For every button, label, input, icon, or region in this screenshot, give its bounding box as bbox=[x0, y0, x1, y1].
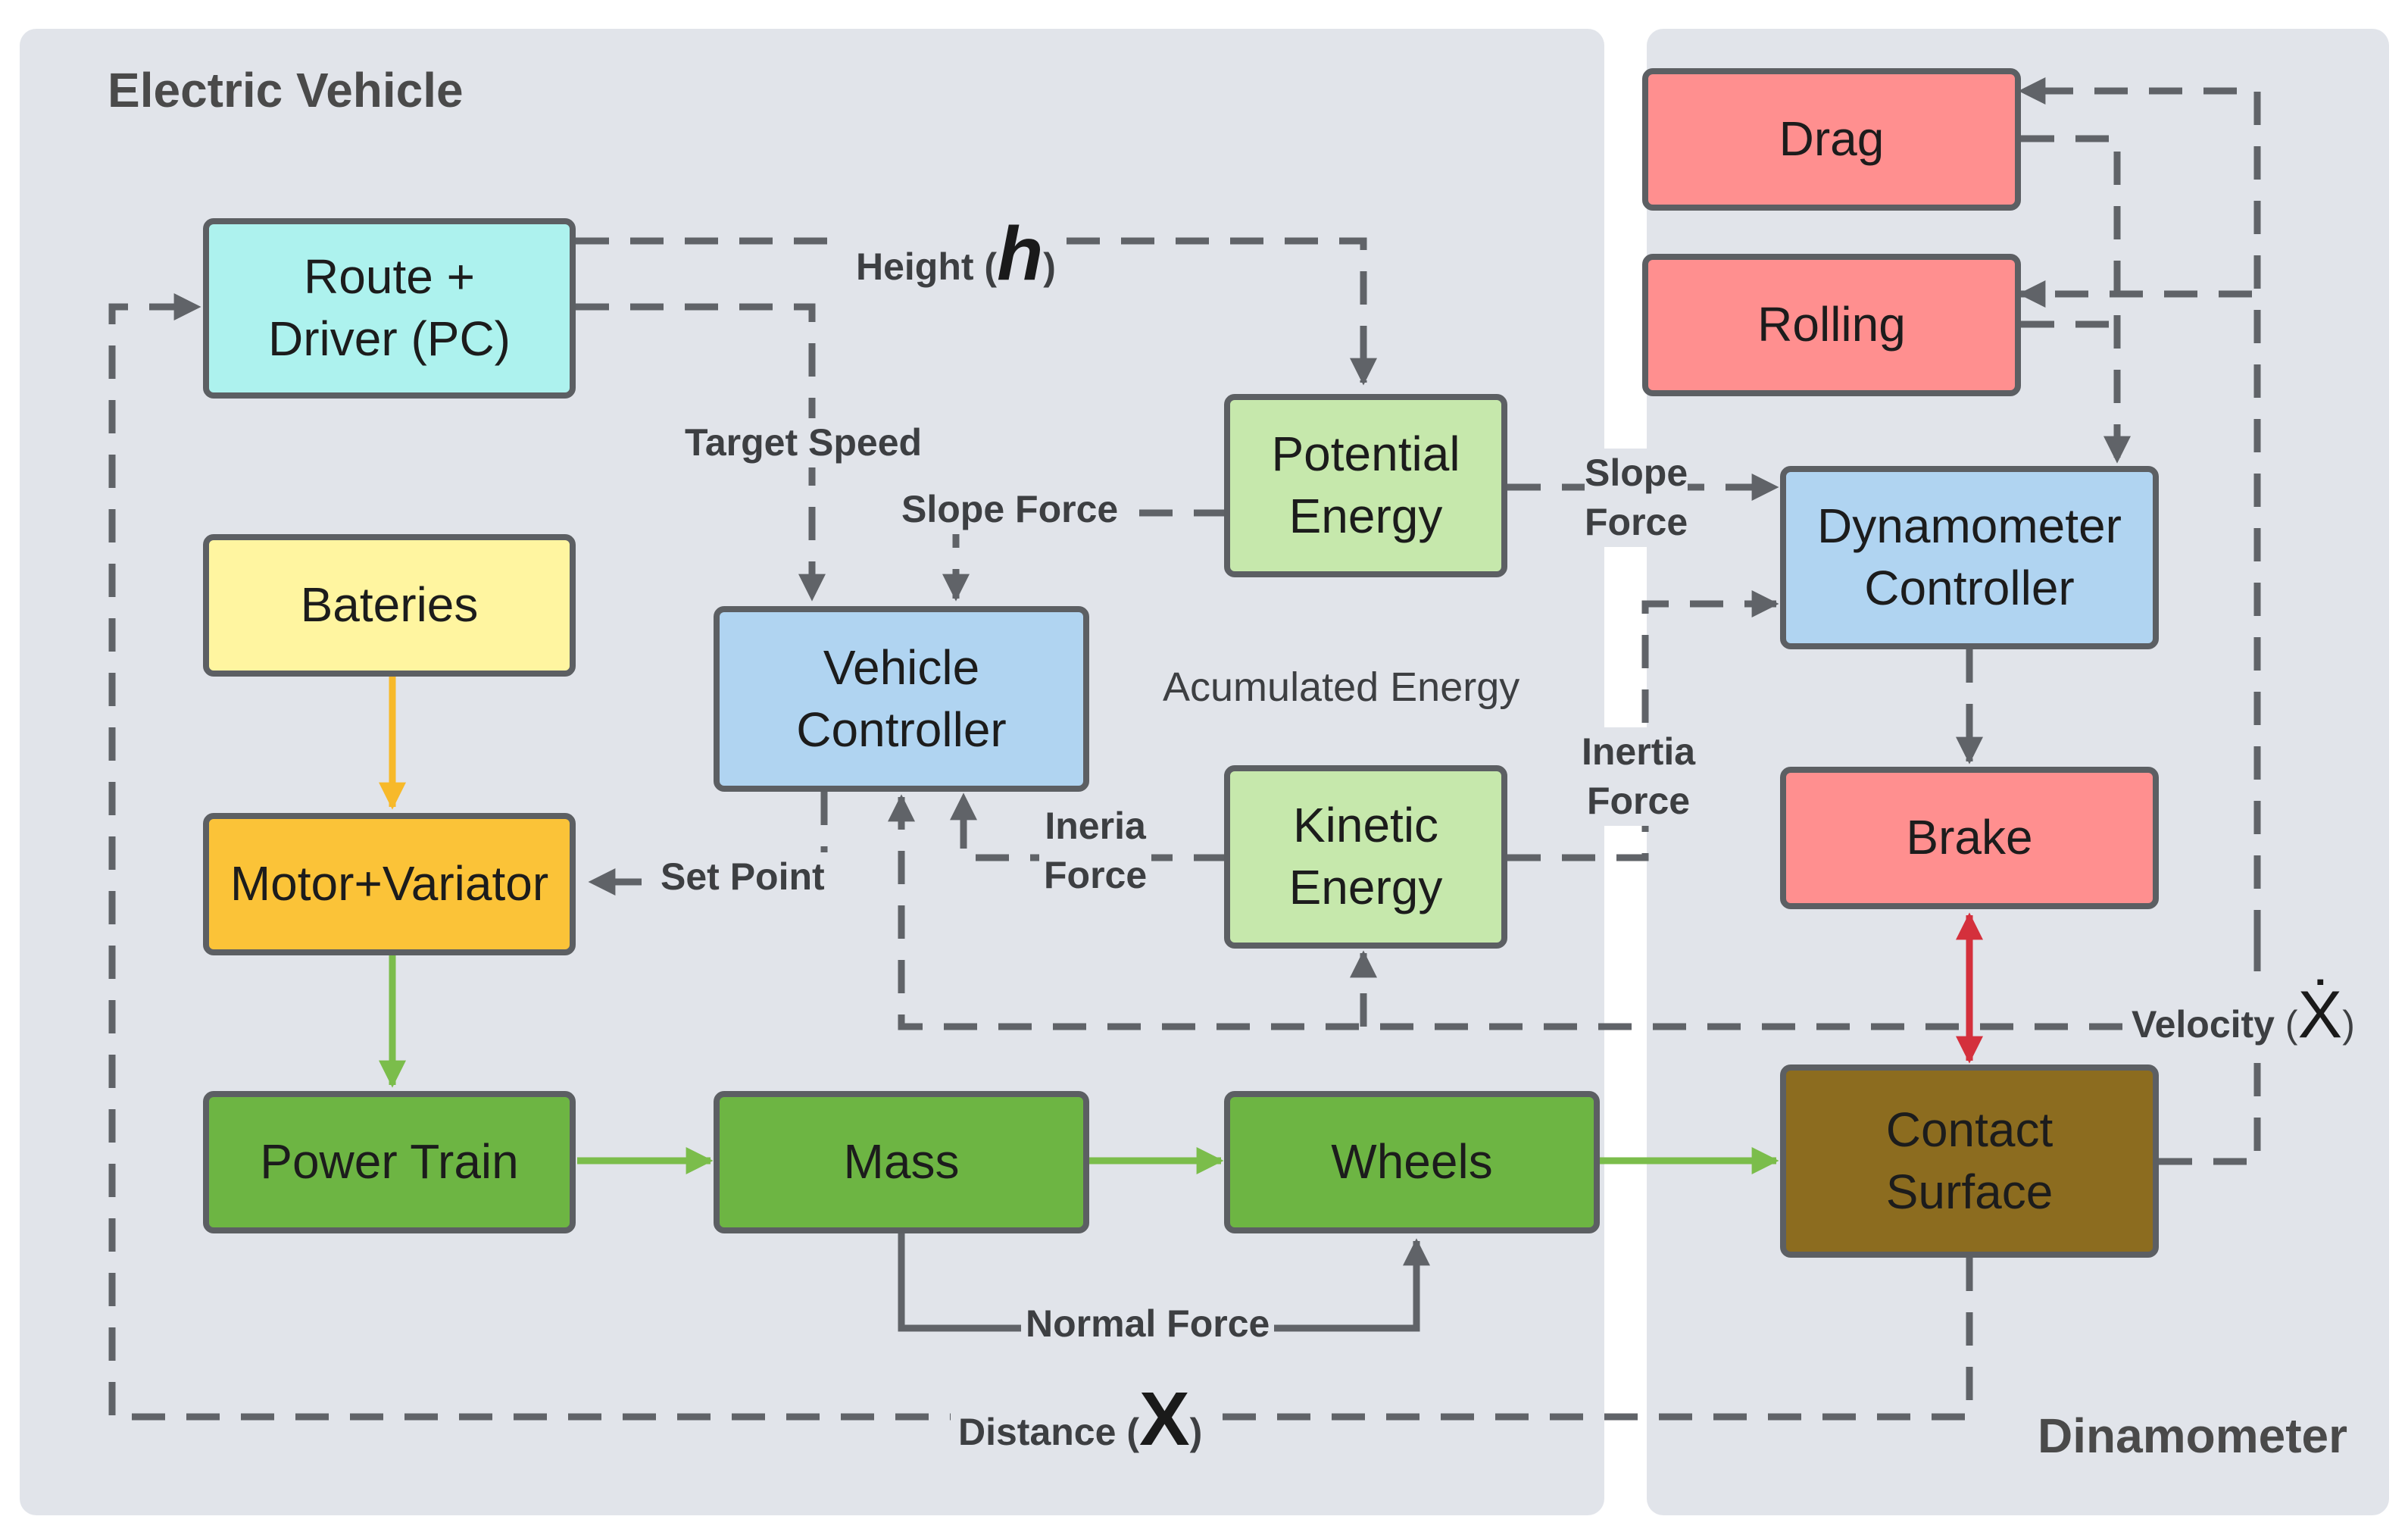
slope-force-to-vehicle-line bbox=[942, 509, 1227, 602]
kinetic-energy-box[interactable]: Kinetic Energy bbox=[1224, 765, 1507, 949]
potential-energy-box[interactable]: Potential Energy bbox=[1224, 394, 1507, 577]
target-speed-label: Target Speed bbox=[680, 418, 927, 467]
batteries-box[interactable]: Bateries bbox=[203, 534, 576, 677]
wheels-box[interactable]: Wheels bbox=[1224, 1091, 1600, 1233]
height-label: Height (h) bbox=[848, 205, 1063, 303]
accumulated-energy-label: Acumulated Energy bbox=[1163, 664, 1520, 710]
motor-variator-box[interactable]: Motor+Variator bbox=[203, 813, 576, 955]
electric-vehicle-title: Electric Vehicle bbox=[108, 63, 464, 117]
brake-box[interactable]: Brake bbox=[1780, 767, 2159, 909]
inertia-force-right-label: Inertia Force bbox=[1577, 727, 1701, 826]
slope-force-left-label: Slope Force bbox=[895, 485, 1125, 534]
dynamometer-title: Dinamometer bbox=[2038, 1408, 2347, 1463]
rolling-box[interactable]: Rolling bbox=[1642, 254, 2021, 396]
drag-to-dyno-line bbox=[2021, 135, 2131, 464]
inertia-force-left-label: Ineria Force bbox=[1039, 802, 1152, 900]
vehicle-controller-box[interactable]: Vehicle Controller bbox=[714, 606, 1089, 792]
power-train-box[interactable]: Power Train bbox=[203, 1091, 576, 1233]
distance-label: Distance (X) bbox=[951, 1370, 1210, 1468]
normal-force-label: Normal Force bbox=[1021, 1299, 1275, 1349]
slope-force-right-label: Slope Force bbox=[1585, 449, 1688, 547]
dynamometer-controller-box[interactable]: Dynamometer Controller bbox=[1780, 466, 2159, 649]
contact-velocity-line bbox=[2159, 1053, 2261, 1165]
height-line bbox=[576, 237, 1377, 386]
route-driver-box[interactable]: Route + Driver (PC) bbox=[203, 218, 576, 399]
mass-box[interactable]: Mass bbox=[714, 1091, 1089, 1233]
inertia-force-to-dyno-line bbox=[1507, 590, 1779, 861]
target-speed-line bbox=[576, 303, 826, 602]
drag-box[interactable]: Drag bbox=[1642, 68, 2021, 211]
contact-surface-box[interactable]: Contact Surface bbox=[1780, 1064, 2159, 1258]
velocity-line bbox=[888, 794, 2261, 1030]
velocity-label: Velocity (Ẋ) bbox=[2127, 971, 2360, 1058]
set-point-label: Set Point bbox=[656, 852, 829, 902]
